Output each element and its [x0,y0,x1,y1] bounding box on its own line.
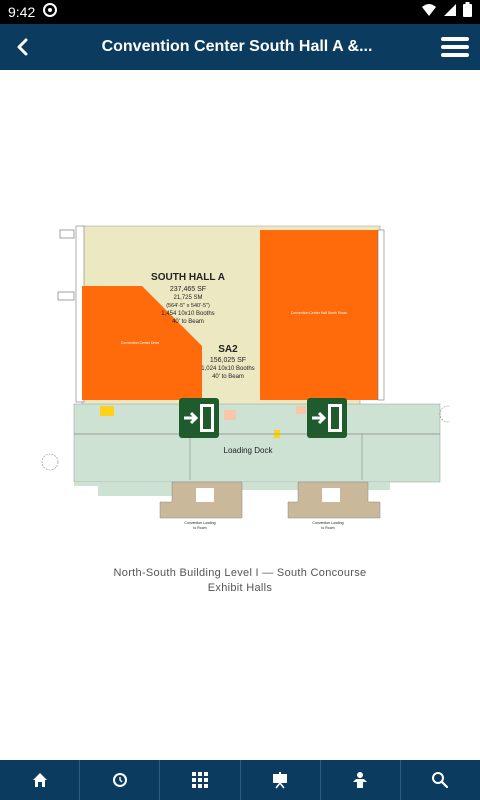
right-orange-label: Convention Center Hall South Room [291,311,348,315]
hamburger-menu-icon [441,37,469,57]
dock-label-left-2: to Room [193,526,206,530]
sa2-booths: 1,024 10x10 Booths [201,366,254,372]
dock-label-left: Convention Loading [184,521,215,525]
bottom-nav [0,760,480,800]
wifi-icon [421,3,437,22]
dock-label-right-2: to Room [321,526,334,530]
page-title: Convention Center South Hall A &... [101,38,373,55]
presentation-icon [273,772,288,789]
caption-line-2: Exhibit Halls [207,582,273,594]
grid-icon [191,772,208,788]
hall-booths: 1,454 10x10 Booths [161,311,214,317]
nav-home[interactable] [0,760,81,800]
clock-icon [112,773,127,787]
nav-schedule[interactable] [80,760,161,800]
caption-line-1: North-South Building Level I — South Con… [113,567,367,579]
search-icon [432,772,449,789]
battery-icon [463,2,472,22]
sa2-title: SA2 [218,344,238,355]
status-bar: 9:42 [0,0,480,24]
nav-exhibitors[interactable] [241,760,321,800]
hall-sf: 237,465 SF [170,286,206,293]
speaker-icon [353,772,368,788]
map-caption: North-South Building Level I — South Con… [0,566,480,596]
home-icon [32,773,47,787]
nav-search[interactable] [401,760,480,800]
sync-icon [43,2,58,22]
exit-sign-right [307,398,347,438]
left-orange-label: Convention Center Drive [121,341,159,345]
menu-button[interactable] [430,24,480,70]
status-time: 9:42 [8,4,36,20]
back-arrow-icon [17,38,28,56]
hall-beam: 40' to Beam [172,319,204,325]
back-button[interactable] [0,24,44,70]
nav-speakers[interactable] [321,760,401,800]
floor-plan-map[interactable]: SOUTH HALL A 237,465 SF 21,725 SM (564'-… [30,218,450,608]
app-bar: Convention Center South Hall A &... [0,24,480,70]
sa2-beam: 40' to Beam [212,374,244,380]
hall-sm: 21,725 SM [173,295,202,301]
nav-grid[interactable] [160,760,241,800]
hall-title: SOUTH HALL A [151,272,225,283]
content-area: SOUTH HALL A 237,465 SF 21,725 SM (564'-… [0,70,480,760]
signal-icon [443,3,457,22]
loading-dock-label: Loading Dock [224,446,274,455]
exit-sign-left [179,398,219,438]
dock-label-right: Convention Loading [312,521,343,525]
hall-dims: (564'-5" x 540'-5") [166,303,210,309]
sa2-sf: 156,025 SF [210,357,246,364]
